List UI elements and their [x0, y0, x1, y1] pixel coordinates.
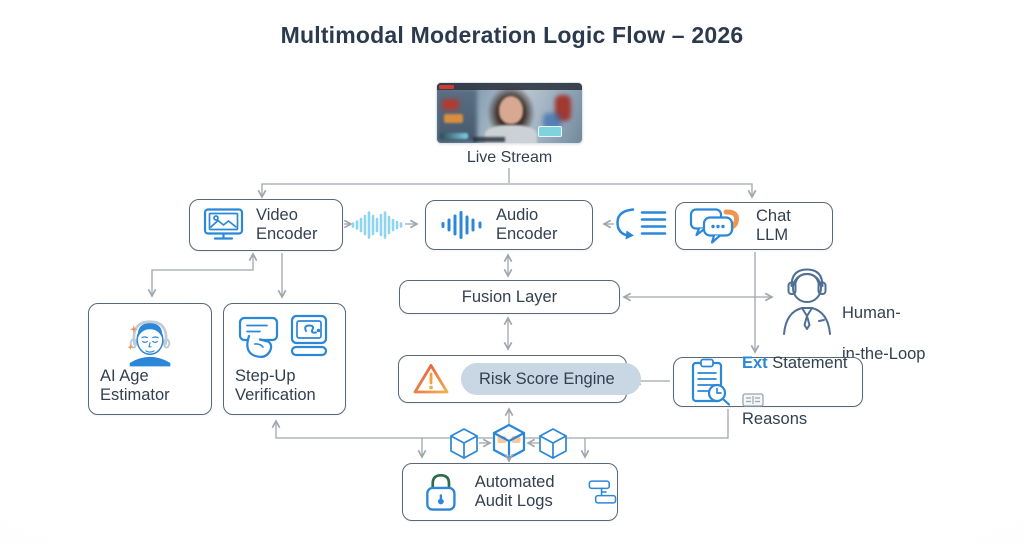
- node-ai-age-estimator: AI Age Estimator: [88, 303, 212, 415]
- node-chat-llm: Chat LLM: [675, 202, 833, 250]
- video-encoder-label: Video Encoder: [256, 206, 318, 243]
- live-stream-thumbnail: [437, 83, 582, 143]
- ext-label-accent: Ext: [742, 353, 768, 372]
- human-loop-label-line2: in-the-Loop: [842, 344, 926, 363]
- stream-art-orange-chip: [444, 114, 463, 123]
- node-fusion-layer: Fusion Layer: [399, 280, 620, 314]
- stream-art-live-badge: [439, 84, 454, 89]
- ai-age-estimator-label: AI Age Estimator: [100, 367, 170, 405]
- audit-logs-icon: [588, 480, 617, 504]
- stream-art-bottom-strip: [473, 137, 505, 142]
- ext-label-rest: Statement: [767, 353, 848, 372]
- audio-encoder-icon: [441, 211, 482, 239]
- risk-score-highlight: Risk Score Engine: [461, 362, 641, 396]
- node-audio-encoder: Audio Encoder: [425, 200, 593, 250]
- ai-age-estimator-icon: [127, 320, 171, 367]
- fusion-layer-label: Fusion Layer: [461, 287, 558, 306]
- node-automated-audit-logs: Automated Audit Logs: [402, 463, 618, 521]
- step-up-verification-label: Step-Up Verification: [235, 367, 316, 405]
- node-ext-statement-reasons: Ext Statement Reasons: [673, 353, 863, 428]
- ext-statement-icon: [691, 358, 731, 406]
- stream-art-red-blob: [442, 99, 459, 110]
- risk-score-engine-label: Risk Score Engine: [479, 369, 615, 388]
- audio-encoder-label: Audio Encoder: [496, 206, 558, 243]
- automated-audit-logs-label: Automated Audit Logs: [474, 473, 555, 510]
- page-title: Multimodal Moderation Logic Flow – 2026: [280, 22, 744, 48]
- step-up-verification-icon: [238, 314, 327, 358]
- risk-warning-icon: [413, 364, 449, 394]
- live-stream-label: Live Stream: [466, 149, 553, 166]
- transcript-loop-icon: [616, 208, 667, 240]
- node-step-up-verification: Step-Up Verification: [223, 303, 346, 415]
- blockchain-cubes-icon: [450, 423, 567, 460]
- reasons-label: Reasons: [742, 410, 808, 429]
- stream-art-top-bar: [437, 83, 582, 90]
- chat-llm-label: Chat LLM: [756, 207, 791, 244]
- chat-llm-icon: [689, 208, 739, 244]
- stream-art-teal-chip: [538, 126, 562, 137]
- video-encoder-icon: [203, 208, 244, 240]
- inter-encoder-waveform-icon: [351, 211, 403, 239]
- human-in-the-loop-icon: [783, 268, 831, 335]
- stream-art-chip-row: [440, 133, 468, 139]
- human-loop-label-line1: Human-: [842, 303, 901, 322]
- node-video-encoder: Video Encoder: [189, 199, 343, 251]
- node-risk-score-engine: Risk Score Engine: [398, 355, 641, 403]
- reasons-card-icon: [742, 393, 764, 408]
- node-human-in-the-loop: Human- in-the-Loop: [778, 266, 925, 365]
- stream-art-face: [499, 96, 523, 124]
- stream-art-right-blue: [543, 113, 561, 129]
- audit-lock-icon: [426, 473, 456, 511]
